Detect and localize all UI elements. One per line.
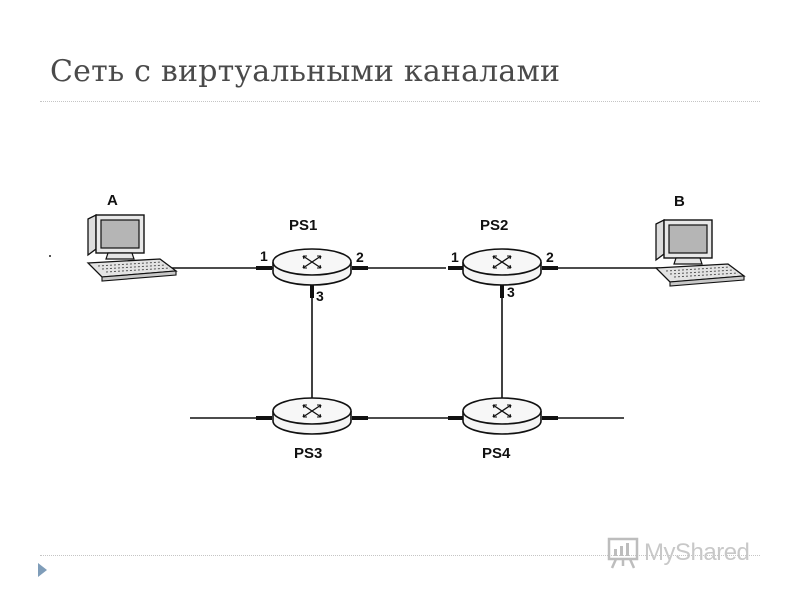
- ps1-port-3: 3: [316, 288, 324, 304]
- switch-ps4: [462, 397, 542, 435]
- slide-title: Сеть с виртуальными каналами: [50, 54, 561, 89]
- ps2-port-2: 2: [546, 249, 554, 265]
- links: [168, 267, 660, 419]
- switch-ps1: [272, 248, 352, 286]
- switch-ps2: [462, 248, 542, 286]
- ps1-label: PS1: [289, 217, 317, 234]
- ps2-port-3: 3: [507, 284, 515, 300]
- host-b-label: B: [674, 193, 685, 210]
- port-stubs: [256, 266, 558, 420]
- computer-a-icon: [87, 214, 177, 282]
- computer-b-icon: [655, 219, 745, 287]
- stray-dot: [49, 255, 51, 257]
- footer-divider: [40, 555, 760, 556]
- title-divider: [40, 101, 760, 102]
- ps2-label: PS2: [480, 217, 508, 234]
- ps4-label: PS4: [482, 445, 511, 462]
- host-a-label: A: [107, 192, 118, 209]
- watermark: MyShared: [606, 536, 750, 570]
- ps1-port-1: 1: [260, 248, 268, 264]
- next-slide-arrow-icon[interactable]: [38, 563, 47, 577]
- switch-ps3: [272, 397, 352, 435]
- presentation-board-icon: [607, 537, 639, 569]
- ps2-port-1: 1: [451, 249, 459, 265]
- ps3-label: PS3: [294, 445, 322, 462]
- watermark-text: MyShared: [644, 539, 750, 566]
- ps1-port-2: 2: [356, 249, 364, 265]
